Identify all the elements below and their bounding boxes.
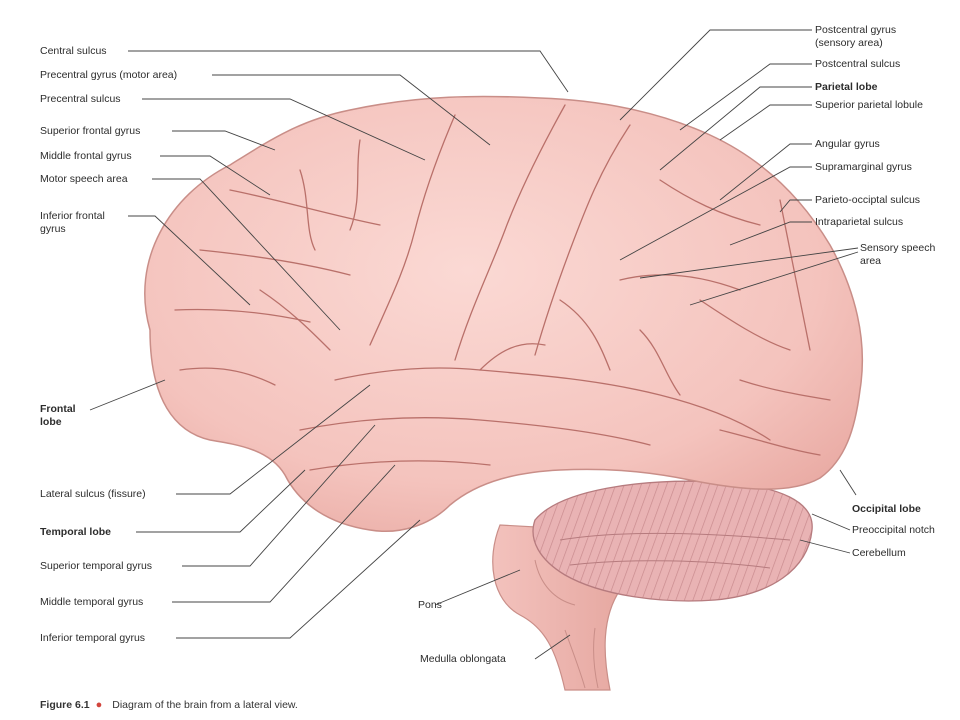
- leader-superior-frontal-gyrus: [172, 130, 276, 151]
- label-intraparietal-sulcus: Intraparietal sulcus: [815, 216, 904, 228]
- label-motor-speech-area: Motor speech area: [40, 173, 128, 185]
- label-inferior-temporal-gyrus: Inferior temporal gyrus: [40, 632, 146, 644]
- leader-preoccipital-notch: [811, 513, 851, 531]
- label-angular-gyrus: Angular gyrus: [815, 138, 880, 150]
- leader-angular-gyrus: [719, 143, 812, 201]
- leader-central-sulcus: [128, 50, 569, 93]
- leader-occipital-lobe: [839, 469, 857, 496]
- label-parieto-occipital-sulcus: Parieto-occiptal sulcus: [815, 194, 921, 206]
- leader-supramarginal-gyrus: [619, 166, 812, 261]
- label-postcentral-gyrus-line1: Postcentral gyrus: [815, 24, 897, 36]
- figure-number: Figure 6.1: [40, 699, 90, 711]
- label-sensory-speech-area-line1: Sensory speech: [860, 242, 936, 254]
- figure-caption-text: Diagram of the brain from a lateral view…: [112, 699, 298, 711]
- leader-precentral-sulcus: [142, 98, 426, 161]
- cerebellum-shape: [532, 480, 813, 602]
- leader-parieto-occipital-sulcus: [779, 199, 812, 213]
- cerebrum: [144, 95, 864, 532]
- label-preoccipital-notch: Preoccipital notch: [852, 524, 935, 536]
- leader-inferior-frontal-gyrus: [128, 215, 251, 306]
- sulci-lines: [174, 104, 831, 471]
- label-inferior-frontal-gyrus-line1: Inferior frontal: [40, 210, 105, 222]
- label-frontal-lobe-line2: lobe: [40, 416, 62, 428]
- label-middle-temporal-gyrus: Middle temporal gyrus: [40, 596, 144, 608]
- label-medulla-oblongata: Medulla oblongata: [420, 653, 506, 665]
- label-lateral-sulcus: Lateral sulcus (fissure): [40, 488, 146, 500]
- label-postcentral-gyrus-line2: (sensory area): [815, 37, 883, 49]
- label-temporal-lobe: Temporal lobe: [40, 526, 111, 538]
- leader-middle-frontal-gyrus: [160, 155, 271, 196]
- label-central-sulcus: Central sulcus: [40, 45, 107, 57]
- leader-lateral-sulcus: [176, 384, 371, 495]
- label-supramarginal-gyrus: Supramarginal gyrus: [815, 161, 912, 173]
- label-precentral-gyrus: Precentral gyrus (motor area): [40, 69, 178, 81]
- leader-frontal-lobe: [89, 379, 166, 411]
- label-cerebellum: Cerebellum: [852, 547, 906, 559]
- leader-postcentral-gyrus: [619, 29, 812, 121]
- label-pons: Pons: [418, 599, 442, 611]
- bullet-dot-icon: ●: [95, 699, 103, 711]
- leader-inferior-temporal-gyrus: [176, 519, 421, 639]
- leader-parietal-lobe: [659, 86, 812, 171]
- label-parietal-lobe: Parietal lobe: [815, 81, 878, 93]
- leader-superior-parietal-lobule: [719, 104, 812, 141]
- label-occipital-lobe: Occipital lobe: [852, 503, 921, 515]
- leader-medulla: [534, 634, 571, 660]
- leader-superior-temporal-gyrus: [182, 424, 376, 567]
- leader-temporal-lobe: [136, 469, 306, 533]
- label-sensory-speech-area-line2: area: [860, 255, 882, 267]
- label-postcentral-sulcus: Postcentral sulcus: [815, 58, 901, 70]
- label-superior-parietal-lobule: Superior parietal lobule: [815, 99, 923, 111]
- label-middle-frontal-gyrus: Middle frontal gyrus: [40, 150, 132, 162]
- leader-intraparietal-sulcus: [729, 221, 812, 246]
- leader-pons: [434, 569, 521, 606]
- leader-precentral-gyrus: [212, 74, 491, 146]
- leader-middle-temporal-gyrus: [172, 464, 396, 603]
- label-frontal-lobe-line1: Frontal: [40, 403, 76, 415]
- label-precentral-sulcus: Precentral sulcus: [40, 93, 121, 105]
- leader-sensory-speech-2: [689, 251, 859, 306]
- leader-postcentral-sulcus: [679, 63, 812, 131]
- leader-cerebellum: [799, 539, 851, 554]
- leader-lines: [89, 29, 859, 660]
- leader-motor-speech-area: [152, 178, 341, 331]
- label-superior-frontal-gyrus: Superior frontal gyrus: [40, 125, 141, 137]
- leader-sensory-speech-1: [639, 247, 859, 279]
- figure-caption: Figure 6.1 ● Diagram of the brain from a l…: [40, 699, 298, 711]
- label-superior-temporal-gyrus: Superior temporal gyrus: [40, 560, 153, 572]
- label-inferior-frontal-gyrus-line2: gyrus: [40, 223, 66, 235]
